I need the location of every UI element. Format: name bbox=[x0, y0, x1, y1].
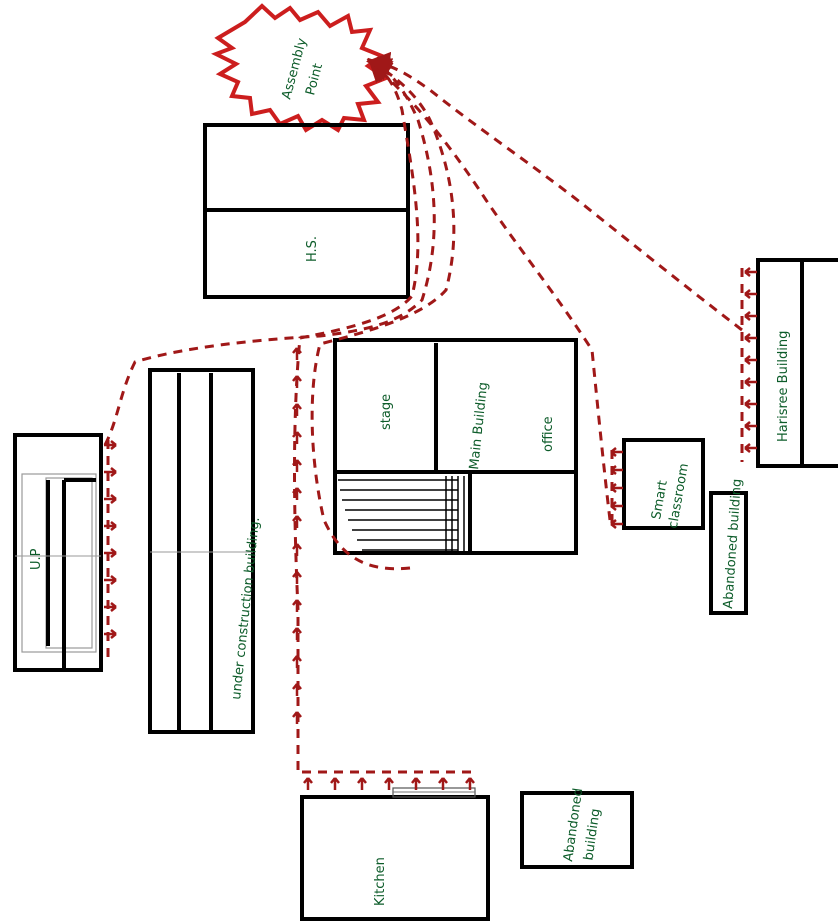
harisree-building: Harisree Building bbox=[756, 258, 838, 468]
up-label: U.P bbox=[29, 548, 44, 570]
smart-label-1: Smart bbox=[649, 479, 671, 520]
smart-classroom: Smart classroom bbox=[622, 438, 705, 530]
main-stairs bbox=[338, 476, 465, 553]
abandoned-bottom-label-2: building bbox=[581, 808, 603, 862]
exit-arrow-harisree bbox=[744, 289, 757, 299]
under-construction-building: under construction building. bbox=[148, 368, 263, 734]
exit-arrow-harisree bbox=[744, 377, 757, 387]
exit-arrow-harisree bbox=[744, 311, 757, 321]
exit-arrow-harisree bbox=[744, 399, 757, 409]
exit-arrow-kitchen bbox=[384, 777, 394, 790]
exit-arrow-path bbox=[292, 543, 302, 556]
exit-arrow-up bbox=[104, 494, 117, 504]
exit-arrow-smart bbox=[610, 501, 623, 511]
exit-arrow-harisree bbox=[744, 355, 757, 365]
exit-arrow-kitchen bbox=[303, 777, 313, 790]
hs-label: H.S. bbox=[305, 236, 320, 262]
abandoned-right-label: Abandoned building bbox=[721, 478, 745, 609]
office-label: office bbox=[541, 416, 556, 452]
under-construction-label: under construction building. bbox=[229, 516, 263, 700]
exit-arrow-path bbox=[292, 627, 302, 640]
exit-arrow-path bbox=[292, 375, 302, 388]
exit-arrow-kitchen bbox=[357, 777, 367, 790]
exit-arrow-path bbox=[292, 487, 302, 500]
exit-arrow-path bbox=[292, 403, 302, 416]
exit-arrow-harisree bbox=[744, 267, 757, 277]
kitchen-label: Kitchen bbox=[373, 857, 388, 906]
route-smart bbox=[367, 57, 612, 521]
exit-arrow-up bbox=[104, 602, 117, 612]
exit-arrow-up bbox=[104, 629, 117, 639]
exit-arrow-kitchen bbox=[330, 777, 340, 790]
exit-arrow-path bbox=[292, 515, 302, 528]
route-harisree bbox=[366, 51, 743, 332]
exit-arrow-up bbox=[104, 521, 117, 531]
exit-arrow-kitchen bbox=[411, 777, 421, 790]
up-building: U.P bbox=[13, 433, 103, 672]
hs-building: H.S. bbox=[203, 123, 410, 299]
assembly-label-2: Point bbox=[303, 62, 326, 97]
exit-arrow-path bbox=[292, 683, 302, 696]
route-kitchen bbox=[293, 58, 420, 770]
kitchen-building: Kitchen bbox=[300, 787, 490, 921]
exit-arrow-path bbox=[292, 347, 302, 360]
harisree-label: Harisree Building bbox=[776, 331, 791, 442]
exit-arrows bbox=[104, 267, 757, 790]
exit-arrow-path bbox=[292, 655, 302, 668]
assembly-starburst bbox=[211, 3, 391, 133]
exit-arrow-path bbox=[292, 431, 302, 444]
exit-arrow-up bbox=[104, 467, 117, 477]
exit-arrow-kitchen bbox=[465, 777, 475, 790]
main-building: stage Main Building office bbox=[333, 338, 578, 555]
evacuation-routes bbox=[103, 51, 744, 774]
exit-arrow-path bbox=[292, 711, 302, 724]
exit-arrow-kitchen bbox=[438, 777, 448, 790]
abandoned-building-right: Abandoned building bbox=[709, 478, 748, 615]
main-building-label: Main Building bbox=[467, 381, 491, 470]
exit-arrow-up bbox=[104, 575, 117, 585]
exit-arrow-harisree bbox=[744, 333, 757, 343]
exit-arrow-up bbox=[104, 440, 117, 450]
exit-arrow-smart bbox=[610, 519, 623, 529]
svg-text:Abandoned building: Abandoned building bbox=[561, 783, 607, 865]
exit-arrow-up bbox=[104, 548, 117, 558]
svg-text:Assembly Point: Assembly Point bbox=[279, 33, 332, 107]
exit-arrow-smart bbox=[610, 465, 623, 475]
exit-arrow-smart bbox=[610, 447, 623, 457]
exit-arrow-path bbox=[292, 459, 302, 472]
stage-label: stage bbox=[379, 394, 394, 430]
exit-arrow-harisree bbox=[744, 421, 757, 431]
exit-arrow-path bbox=[292, 571, 302, 584]
route-main bbox=[310, 58, 456, 571]
assembly-point: Assembly Point bbox=[211, 3, 391, 133]
svg-text:Smart classroom: Smart classroom bbox=[648, 459, 692, 530]
abandoned-building-bottom: Abandoned building bbox=[520, 783, 634, 869]
exit-arrow-smart bbox=[610, 483, 623, 493]
route-up bbox=[103, 58, 436, 446]
exit-arrow-path bbox=[292, 599, 302, 612]
exit-arrow-harisree bbox=[744, 443, 757, 453]
smart-label-2: classroom bbox=[666, 462, 692, 530]
